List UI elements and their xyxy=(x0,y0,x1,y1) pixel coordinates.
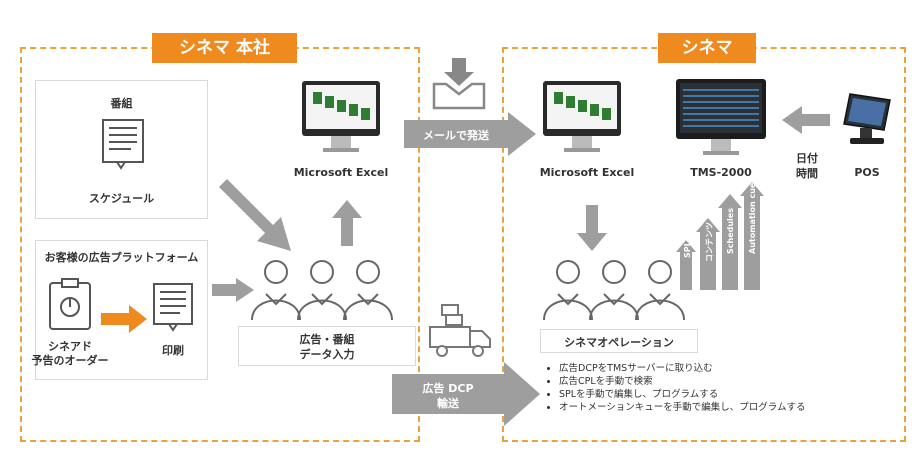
dcp-arrow xyxy=(392,362,540,426)
pos-label: POS xyxy=(854,166,880,179)
order-label-2: 予告のオーダー xyxy=(31,354,109,367)
print-label: 印刷 xyxy=(162,344,184,357)
program-title: 番組 xyxy=(110,97,133,110)
orange-arrow xyxy=(101,305,147,333)
data-entry-box xyxy=(238,326,416,366)
print-document-icon xyxy=(153,283,193,332)
data-entry-line2: データ入力 xyxy=(299,348,355,361)
tms-label: TMS-2000 xyxy=(690,166,752,179)
ops-title: シネマオペレーション xyxy=(564,336,674,349)
stair-label-automation: Automation cue xyxy=(748,182,757,254)
stair-label-spls: SPLs xyxy=(683,236,692,258)
diagonal-arrow xyxy=(219,179,291,251)
date-label-1: 日付 xyxy=(796,152,818,165)
cinema-title: シネマ xyxy=(658,33,756,63)
cinema-excel-label: Microsoft Excel xyxy=(539,166,635,179)
order-label-1: シネアド xyxy=(48,340,92,353)
stair-label-contents: コンテンツ xyxy=(705,222,714,262)
down-arrow xyxy=(577,205,607,251)
platform-box xyxy=(35,240,208,380)
date-label-2: 時間 xyxy=(796,167,818,180)
hq-title: シネマ 本社 xyxy=(152,33,297,63)
cinema-people-icon xyxy=(543,260,685,321)
data-entry-line1: 広告・番組 xyxy=(299,333,355,346)
dcp-arrow-line1: 広告 DCP xyxy=(422,382,474,395)
ops-bullet: オートメーションキューを手動で編集し、プログラムする xyxy=(559,401,899,414)
hq-excel-monitor xyxy=(302,81,380,152)
platform-title: お客様の広告プラットフォーム xyxy=(44,251,199,264)
up-arrow xyxy=(332,200,362,246)
stair-label-schedules: Schedules xyxy=(726,208,735,254)
ops-bullet-list: 広告DCPをTMSサーバーに取り込む 広告CPLを手動で検索 SPLを手動で編集… xyxy=(545,362,899,414)
hq-excel-label: Microsoft Excel xyxy=(293,166,389,179)
ops-bullet: 広告DCPをTMSサーバーに取り込む xyxy=(559,362,899,375)
dcp-arrow-line2: 輸送 xyxy=(437,397,459,410)
left-arrow-from-pos xyxy=(782,106,830,134)
mail-arrow xyxy=(404,112,536,156)
stair-arrows xyxy=(676,182,764,290)
ops-title-box xyxy=(540,329,698,353)
cinema-excel-monitor xyxy=(543,81,621,152)
pos-terminal-icon xyxy=(843,93,891,144)
right-arrow-to-team xyxy=(212,278,254,302)
program-caption: スケジュール xyxy=(88,192,155,205)
mail-arrow-label: メールで発送 xyxy=(423,129,489,142)
document-icon xyxy=(102,119,144,170)
ops-bullet: SPLを手動で編集し、プログラムする xyxy=(559,388,899,401)
mail-icon xyxy=(432,58,486,110)
truck-icon xyxy=(429,304,491,357)
tms-monitor xyxy=(676,79,766,155)
clipboard-icon xyxy=(49,278,91,330)
hq-people-icon xyxy=(251,260,393,321)
ops-bullet: 広告CPLを手動で検索 xyxy=(559,375,899,388)
